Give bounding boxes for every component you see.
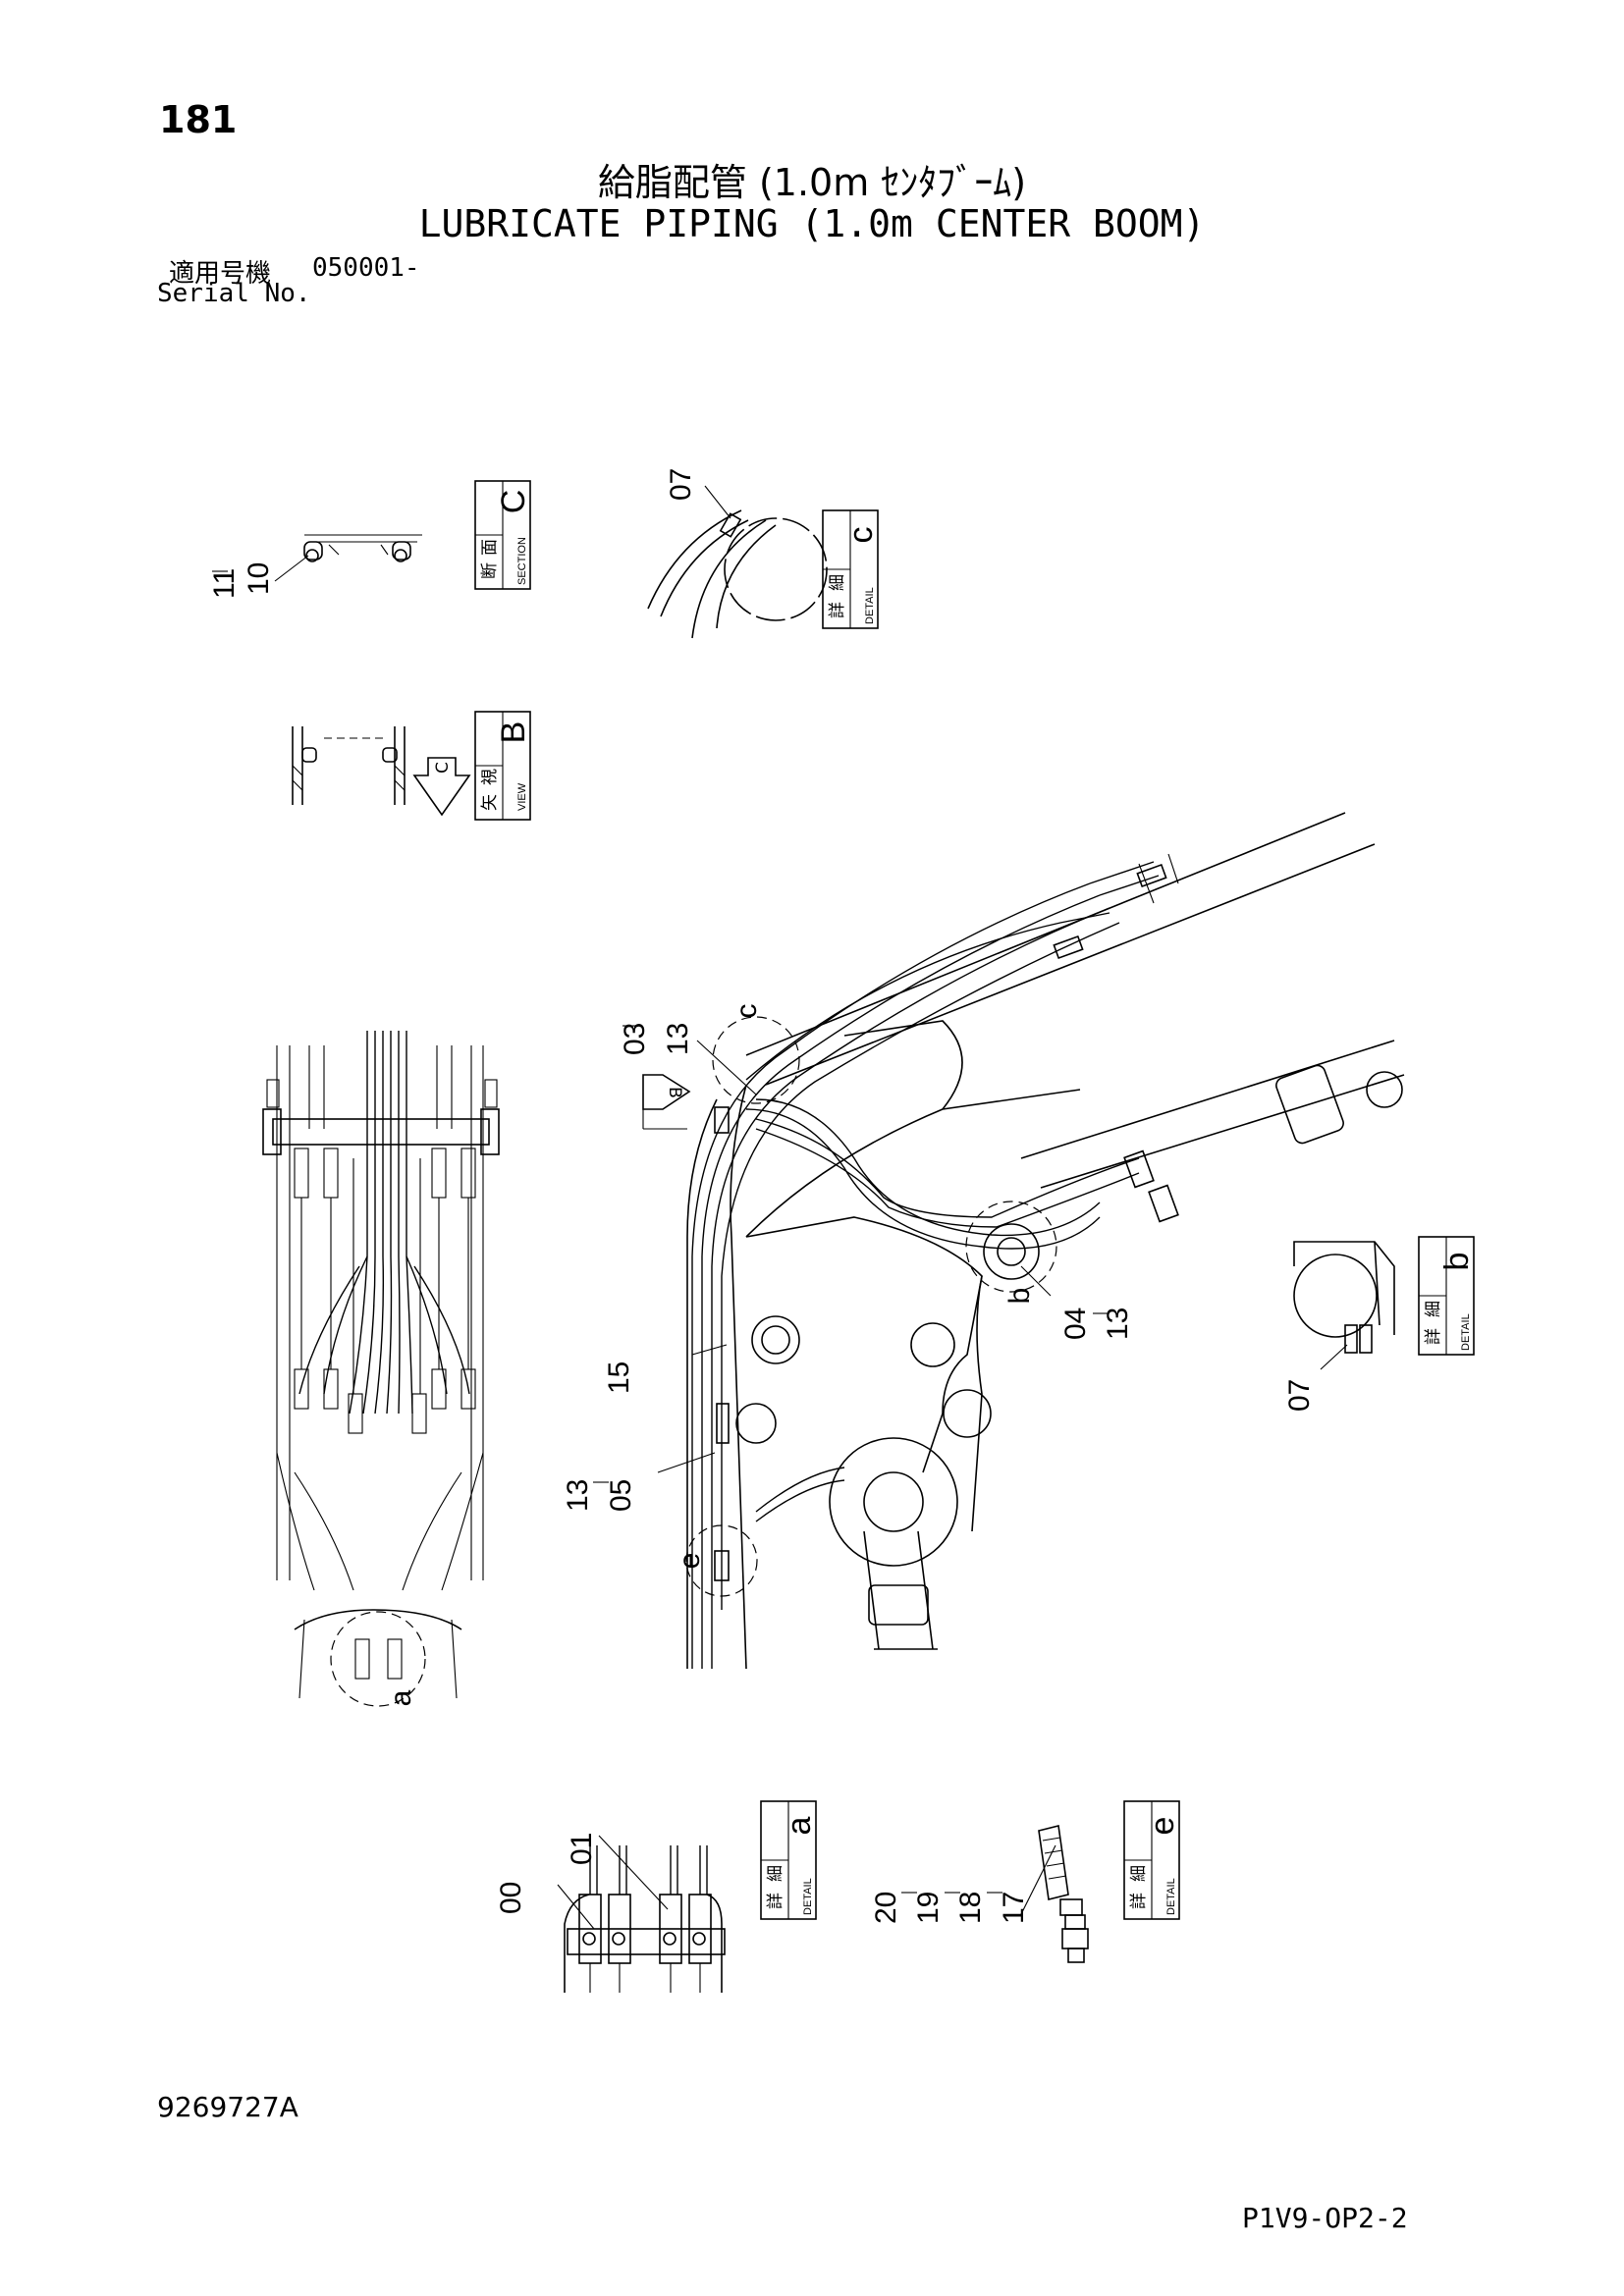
- part-label-00: 00: [495, 1882, 527, 1914]
- top-view-piping: [262, 1031, 500, 1707]
- part-label-19: 19: [912, 1892, 945, 1924]
- view-b-jp-bottom: 視: [480, 769, 500, 785]
- detail-a-letter: a: [781, 1816, 818, 1835]
- page-number: 181: [159, 98, 238, 141]
- tag-detail-b: b 詳 細 DETAIL: [1418, 1236, 1476, 1356]
- page-title-jp: 給脂配管 (1.0m ｾﾝﾀﾌﾞｰﾑ): [597, 161, 1027, 204]
- detail-b-view: [1293, 1241, 1395, 1354]
- leader-detail-c: [704, 485, 731, 519]
- part-labels: 11 10 07 03 13 04 13 07 15 13 05 00 01 2…: [208, 468, 1316, 1924]
- detail-e-jp-bottom: 細: [1129, 1865, 1149, 1882]
- view-b-en: VIEW: [516, 782, 528, 811]
- view-b-arrow-letter: B: [665, 1087, 684, 1098]
- tag-view-b: B 矢 視 VIEW: [474, 711, 532, 821]
- section-c-jp-top: 断: [480, 562, 500, 579]
- section-c-en: SECTION: [516, 537, 528, 585]
- callout-b: b: [1003, 1288, 1036, 1305]
- view-b-view: [292, 726, 406, 805]
- detail-c-jp-top: 詳: [828, 602, 847, 618]
- detail-c-jp-bottom: 細: [828, 574, 847, 591]
- section-c-view: [303, 534, 422, 562]
- part-label-13-low: 13: [562, 1479, 594, 1512]
- tag-detail-c: c 詳 細 DETAIL: [822, 509, 880, 629]
- detail-a-en: DETAIL: [802, 1878, 814, 1915]
- view-c-arrow: C: [412, 757, 471, 817]
- view-c-arrow-letter: C: [433, 762, 453, 774]
- page-code: P1V9-OP2-2: [1242, 2202, 1408, 2234]
- detail-e-letter: e: [1144, 1817, 1181, 1836]
- detail-e-jp-top: 詳: [1129, 1893, 1149, 1909]
- part-label-01: 01: [566, 1833, 598, 1865]
- leader-05: [657, 1452, 716, 1473]
- leader-04: [1020, 1265, 1052, 1297]
- callout-a: a: [385, 1689, 417, 1706]
- part-label-15: 15: [603, 1362, 635, 1394]
- page-title-en: LUBRICATE PIPING (1.0m CENTER BOOM): [418, 202, 1206, 245]
- leader-17: [1020, 1844, 1056, 1915]
- detail-e-en: DETAIL: [1165, 1878, 1177, 1915]
- section-c-letter: C: [495, 490, 532, 514]
- detail-c-en: DETAIL: [864, 587, 876, 624]
- leader-section-c: [274, 555, 309, 582]
- tag-detail-a: a 詳 細 DETAIL: [760, 1800, 818, 1920]
- detail-c-letter: c: [842, 527, 880, 544]
- leader-00: [557, 1884, 595, 1930]
- part-label-10: 10: [243, 562, 275, 595]
- tag-section-c: C 断 面 SECTION: [474, 480, 532, 590]
- detail-a-jp-top: 詳: [766, 1893, 785, 1909]
- part-label-13-top: 13: [662, 1023, 694, 1055]
- part-label-07-right: 07: [1283, 1379, 1316, 1412]
- view-b-letter: B: [495, 721, 532, 744]
- part-label-07-top: 07: [665, 468, 697, 501]
- part-label-05: 05: [605, 1479, 637, 1512]
- section-c-jp-bottom: 面: [480, 539, 500, 556]
- detail-e-view: [1038, 1825, 1089, 1963]
- part-label-17: 17: [998, 1892, 1030, 1924]
- leader-13-top: [696, 1040, 757, 1095]
- detail-a-view: [564, 1845, 726, 1993]
- part-label-18: 18: [954, 1892, 987, 1924]
- detail-b-letter: b: [1438, 1253, 1476, 1271]
- part-label-11: 11: [208, 568, 241, 599]
- serial-label-en: Serial No.: [157, 279, 311, 308]
- callout-e: e: [674, 1553, 706, 1570]
- part-label-03: 03: [619, 1023, 651, 1055]
- serial-value: 050001-: [312, 253, 420, 283]
- boom-assembly: [685, 812, 1405, 1670]
- detail-b-jp-top: 詳: [1424, 1328, 1443, 1345]
- part-label-13-mid: 13: [1102, 1308, 1134, 1340]
- part-label-20: 20: [870, 1892, 902, 1924]
- leader-01: [598, 1835, 669, 1910]
- detail-b-en: DETAIL: [1460, 1313, 1472, 1351]
- view-b-arrow: B: [642, 1074, 691, 1130]
- detail-b-jp-bottom: 細: [1424, 1301, 1443, 1317]
- tag-detail-e: e 詳 細 DETAIL: [1123, 1800, 1181, 1920]
- view-b-jp-top: 矢: [480, 794, 500, 811]
- leader-15: [691, 1344, 728, 1356]
- drawing-number: 9269727A: [157, 2091, 298, 2123]
- part-label-04: 04: [1059, 1308, 1092, 1340]
- detail-c-view: [647, 509, 828, 639]
- detail-a-jp-bottom: 細: [766, 1865, 785, 1882]
- leader-07-right: [1320, 1344, 1348, 1370]
- serial-label-jp: 適用号機: [169, 259, 272, 289]
- callout-c: c: [731, 1004, 763, 1019]
